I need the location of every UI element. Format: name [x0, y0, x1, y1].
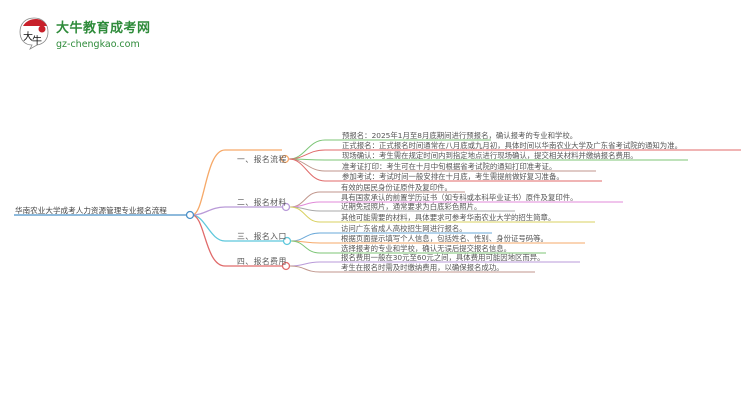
leaf-4-2-connector: [289, 265, 535, 273]
branch-1-node-circle: [280, 154, 290, 164]
branch-4-node-circle: [281, 261, 291, 271]
leaf-node[interactable]: 有效的居民身份证原件及复印件。: [341, 183, 452, 192]
leaf-node[interactable]: 选择报考的专业和学校，确认无误后提交报名信息。: [341, 244, 511, 253]
branch-2-label[interactable]: 二、报名材料: [237, 198, 287, 207]
logo-title: 大牛教育成考网: [56, 21, 151, 36]
branch-4-connector: [191, 214, 283, 267]
leaf-node[interactable]: 报名费用一般在30元至60元之间，具体费用可能因地区而异。: [341, 253, 545, 262]
branch-4-label[interactable]: 四、报名费用: [237, 257, 287, 266]
leaf-3-3-connector: [290, 240, 546, 254]
branch-1-label[interactable]: 一、报名流程: [237, 155, 287, 164]
leaf-node[interactable]: 访问广东省成人高校招生网进行报名。: [341, 224, 467, 233]
root-node[interactable]: 华南农业大学成考人力资源管理专业报名流程: [15, 206, 167, 215]
branch-3-node-circle: [282, 236, 292, 246]
leaf-node[interactable]: 近期免冠照片，通常要求为白底彩色照片。: [341, 202, 482, 211]
leaf-node[interactable]: 现场确认：考生需在规定时间内到指定地点进行现场确认，提交相关材料并缴纳报名费用。: [342, 151, 638, 160]
leaf-node[interactable]: 其他可能需要的材料，具体要求可参考华南农业大学的招生简章。: [341, 213, 556, 222]
leaf-2-4-connector: [289, 206, 595, 223]
leaf-node[interactable]: 正式报名：正式报名时间通常在八月底或九月初，具体时间以华南农业大学及广东省考试院…: [342, 141, 682, 150]
logo-url: gz-chengkao.com: [56, 39, 140, 50]
logo-badge-icon: 大 牛: [19, 17, 49, 50]
site-logo[interactable]: 大 牛 大牛教育成考网 gz-chengkao.com: [18, 14, 168, 54]
branch-2-connector: [191, 206, 282, 216]
leaf-node[interactable]: 考生在报名时需及时缴纳费用，以确保报名成功。: [341, 263, 504, 272]
leaf-node[interactable]: 具有国家承认的前置学历证书（如专科或本科毕业证书）原件及复印件。: [341, 193, 578, 202]
branch-3-label[interactable]: 三、报名入口: [237, 232, 287, 241]
leaf-node[interactable]: 预报名：2025年1月至8月底期间进行预报名，确认报考的专业和学校。: [342, 131, 578, 140]
svg-text:牛: 牛: [32, 34, 42, 47]
leaf-node[interactable]: 准考证打印：考生可在十月中旬根据省考试院的通知打印准考证。: [342, 162, 557, 171]
svg-text:大: 大: [23, 30, 33, 43]
branch-2-node-circle: [281, 202, 291, 212]
leaf-node[interactable]: 根据页面提示填写个人信息，包括姓名、性别、身份证号码等。: [341, 234, 548, 243]
leaf-node[interactable]: 参加考试：考试时间一般安排在十月底，考生需提前做好复习准备。: [342, 172, 564, 181]
branch-1-connector: [191, 149, 282, 216]
leaf-1-5-connector: [288, 158, 602, 182]
root-node-circle: [185, 210, 195, 220]
